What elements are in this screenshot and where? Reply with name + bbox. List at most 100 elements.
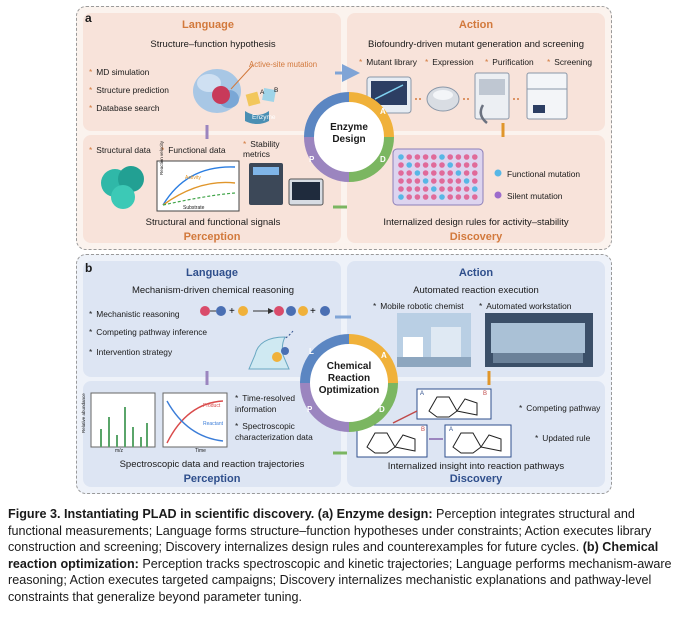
panel-a-enzyme-design: a Language Structure–function hypothesis… xyxy=(76,6,612,250)
well xyxy=(431,186,437,192)
well xyxy=(422,170,429,176)
well xyxy=(447,186,453,192)
well xyxy=(398,186,404,192)
reaction-pathway-molecules xyxy=(356,388,512,458)
caption-figure-number: Figure 3. xyxy=(8,507,61,521)
action-step-mutant-library: *Mutant library xyxy=(359,57,417,67)
well xyxy=(455,162,462,168)
well xyxy=(439,170,445,176)
well xyxy=(398,162,404,168)
panel-a-action-title: Action xyxy=(458,19,494,31)
biofoundry-equipment-illustration xyxy=(366,72,568,124)
cycle-a-letter-a: A xyxy=(380,107,386,116)
cycle-a-letter-d: D xyxy=(380,155,386,164)
panel-b-action-title: Action xyxy=(458,267,494,279)
well xyxy=(406,194,412,200)
perception-signals-illustration xyxy=(101,160,324,212)
well xyxy=(422,154,429,160)
panel-b-action-subtitle: Automated reaction execution xyxy=(413,285,539,296)
action-step-expression: *Expression xyxy=(425,57,474,67)
discovery-note-competing-pathway: *Competing pathway xyxy=(519,403,601,413)
well xyxy=(463,186,470,192)
well xyxy=(414,178,421,184)
well xyxy=(439,162,445,168)
legend-silent-mutation: Silent mutation xyxy=(507,191,563,201)
well xyxy=(431,162,437,168)
well xyxy=(455,154,462,160)
well xyxy=(398,194,404,200)
well xyxy=(447,178,453,184)
panel-a-plad-cycle-ring xyxy=(304,92,394,182)
cycle-b-letter-l: L xyxy=(309,347,314,356)
cycle-b-letter-a: A xyxy=(381,351,387,360)
panel-a-language-subtitle: Structure–function hypothesis xyxy=(150,39,276,50)
perception-item-stability-metrics: *Stability metrics xyxy=(243,139,280,159)
panel-a-letter: a xyxy=(85,11,92,25)
well xyxy=(463,154,470,160)
well xyxy=(455,170,462,176)
panel-a-action-subtitle: Biofoundry-driven mutant generation and … xyxy=(368,39,584,50)
caption-b-text: Perception tracks spectroscopic and kine… xyxy=(8,556,672,604)
action-item-mobile-robotic-chemist: *Mobile robotic chemist xyxy=(373,301,464,311)
well xyxy=(472,154,478,160)
ms-xlabel: m/z xyxy=(115,448,124,454)
caption-b-label: (b) Chemical reaction optimization: xyxy=(8,540,659,571)
cycle-b-letter-d: D xyxy=(379,405,385,414)
lab-photos xyxy=(397,313,593,367)
well xyxy=(472,170,478,176)
well xyxy=(406,186,412,192)
enzyme-label: Enzyme xyxy=(252,114,276,121)
substrate-b-label: B xyxy=(274,87,279,94)
well xyxy=(463,162,470,168)
kinetics-xlabel: Time xyxy=(195,448,206,454)
well xyxy=(463,178,470,184)
well xyxy=(414,162,421,168)
panel-b-language-title: Language xyxy=(186,267,238,279)
panel-b-language-subtitle: Mechanism-driven chemical reasoning xyxy=(131,285,295,296)
molecule-reaction-scheme-icon: + + xyxy=(200,306,330,370)
panel-b-language-bullet-2: *Competing pathway inference xyxy=(89,327,208,337)
well xyxy=(406,162,412,168)
well xyxy=(422,178,429,184)
panel-b-language-quadrant xyxy=(83,261,341,377)
well xyxy=(447,162,453,168)
well xyxy=(431,154,437,160)
kinetics-reactant-label: Reactant xyxy=(203,421,224,427)
panel-b-flow-arrows xyxy=(205,315,491,455)
action-item-automated-workstation: *Automated workstation xyxy=(479,301,572,311)
plot-substrate-label: Substrate xyxy=(183,205,205,211)
panel-b-plad-cycle-ring xyxy=(300,334,398,432)
cycle-a-center-label: Enzyme Design xyxy=(330,122,368,145)
well xyxy=(398,154,404,160)
svg-text:+: + xyxy=(229,306,235,317)
well xyxy=(431,170,437,176)
well xyxy=(414,194,421,200)
molecule-b-label-1: B xyxy=(483,391,488,397)
panel-a-perception-title: Perception xyxy=(183,231,241,243)
molecule-a-label-1: A xyxy=(420,391,425,397)
panel-a-language-bullet-1: *MD simulation xyxy=(89,67,150,77)
well xyxy=(422,194,429,200)
well xyxy=(447,154,453,160)
well xyxy=(472,162,478,168)
cycle-b-letter-p: P xyxy=(307,405,313,414)
plot-activity-label: Activity xyxy=(185,175,201,181)
spectroscopy-plots xyxy=(90,392,228,448)
well xyxy=(463,194,470,200)
molecule-b-label-2: B xyxy=(421,427,426,433)
perception-item-functional-data: *Functional data xyxy=(161,145,226,155)
caption-a-label: (a) Enzyme design: xyxy=(317,507,433,521)
well xyxy=(406,178,412,184)
well xyxy=(431,194,437,200)
panel-b-chemical-reaction-optimization: b Language Mechanism-driven chemical rea… xyxy=(76,254,612,494)
panel-b-language-bullet-1: *Mechanistic reasoning xyxy=(89,309,180,319)
legend-markers xyxy=(494,169,502,199)
legend-functional-mutation: Functional mutation xyxy=(507,169,581,179)
well xyxy=(447,170,453,176)
action-step-purification: *Purification xyxy=(485,57,534,67)
panel-a-language-bullet-2: *Structure prediction xyxy=(89,85,169,95)
well xyxy=(472,194,478,200)
well xyxy=(455,194,462,200)
panel-a-language-bullet-3: *Database search xyxy=(89,103,160,113)
well xyxy=(472,178,478,184)
